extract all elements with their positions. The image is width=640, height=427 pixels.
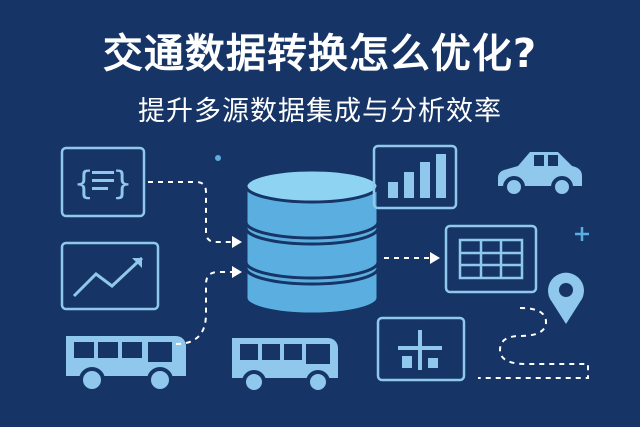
flow-arrows [148,181,589,379]
trend-chart-icon [60,241,160,311]
decor-dot [215,155,221,161]
bus-icon [232,338,338,394]
table-grid-icon [444,224,538,294]
database-icon [244,168,380,316]
svg-text:{ }: { } [74,164,132,202]
page-title: 交通数据转换怎么优化? [102,31,538,77]
bus-icon [66,336,186,393]
car-icon [498,152,582,198]
cross-chart-icon [376,316,466,382]
code-icon: { } [60,146,146,218]
bar-chart-icon [372,144,458,210]
map-pin-icon [547,272,584,324]
page-subtitle: 提升多源数据集成与分析效率 [138,96,502,127]
plus-icon [575,227,589,241]
arrow-heads [232,236,440,278]
